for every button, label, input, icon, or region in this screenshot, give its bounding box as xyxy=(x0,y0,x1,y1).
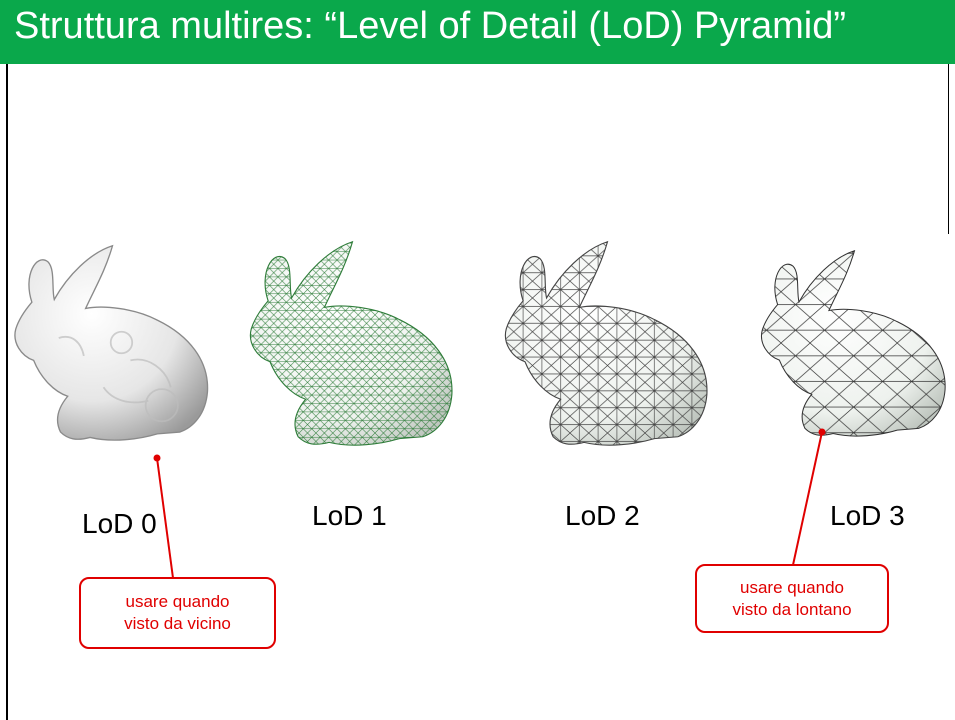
far-callout-anchor-dot xyxy=(819,429,826,436)
callout-far-line1: usare quando xyxy=(697,577,887,599)
callout-far: usare quando visto da lontano xyxy=(695,564,889,633)
near-callout-connector xyxy=(157,458,173,578)
callout-far-line2: visto da lontano xyxy=(697,599,887,621)
callout-near-line2: visto da vicino xyxy=(81,613,274,635)
far-callout-connector xyxy=(793,432,822,565)
near-callout-anchor-dot xyxy=(154,455,161,462)
callout-near: usare quando visto da vicino xyxy=(79,577,276,649)
callout-near-line1: usare quando xyxy=(81,591,274,613)
